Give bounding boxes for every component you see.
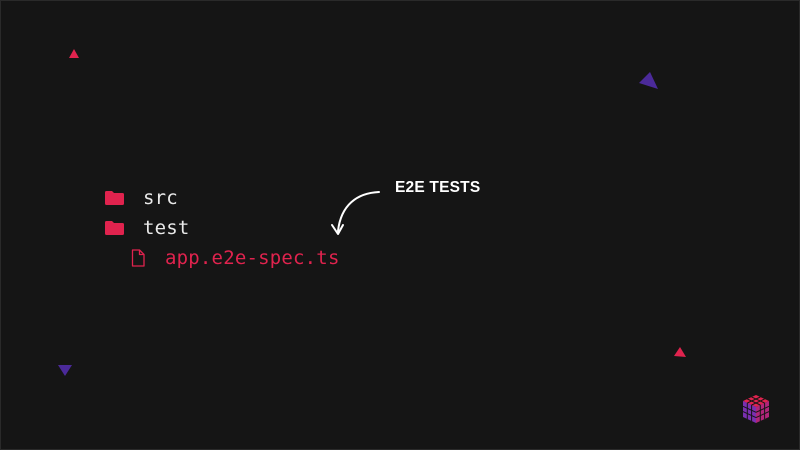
cube-logo-icon: [742, 395, 770, 423]
curved-arrow-icon: [331, 191, 380, 235]
annotation-label: E2E TESTS: [395, 179, 481, 196]
folder-icon: [105, 191, 124, 205]
decorative-triangle-purple-top-right: [639, 72, 658, 89]
file-icon: [131, 249, 145, 267]
file-label: app.e2e-spec.ts: [165, 247, 340, 269]
folder-label: src: [143, 187, 178, 209]
decorative-triangle-red-top-left: [69, 49, 79, 58]
folder-icon: [105, 221, 124, 235]
tree-item-src[interactable]: src: [104, 186, 178, 210]
tree-item-test[interactable]: test: [104, 216, 190, 240]
tree-item-app-e2e-spec[interactable]: app.e2e-spec.ts: [131, 246, 340, 270]
decorative-triangle-purple-bottom-left: [58, 365, 72, 376]
folder-label: test: [143, 217, 190, 239]
decorative-triangle-red-bottom-right: [674, 347, 686, 357]
